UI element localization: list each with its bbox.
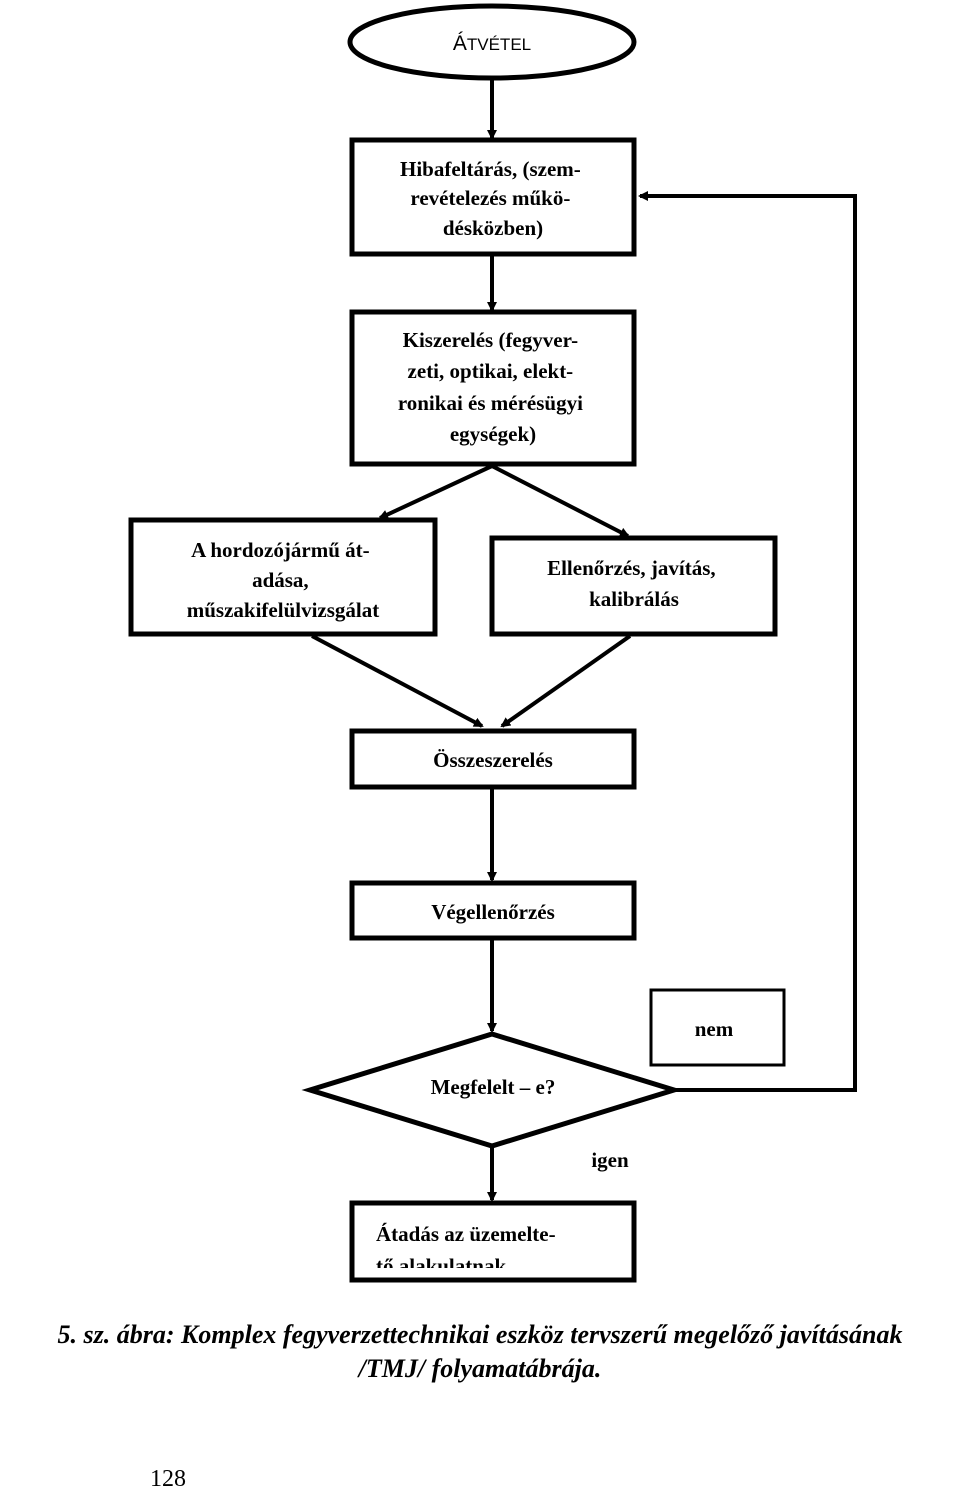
decision-diamond: Megfelelt – e?	[301, 1031, 683, 1149]
hordozo-line-1: A hordozójármű át-	[191, 538, 369, 562]
kiszereles-line-2: zeti, optikai, elekt-	[408, 359, 574, 383]
svg-text:ÁTVÉTEL: ÁTVÉTEL	[453, 32, 531, 55]
svg-text:Átadás az üzemelte- tő: Átadás az üzemelte- tő alakulatnak	[376, 1222, 561, 1278]
ellenorzes-line-1: Ellenőrzés, javítás,	[547, 556, 716, 580]
feedback-loop-line	[638, 191, 857, 1092]
hordozo-box: A hordozójármű át- adása, műszakifelülvi…	[128, 517, 438, 637]
atadas-line-1: Átadás az üzemelte-	[376, 1222, 556, 1246]
arrow-kiszereles-to-hordozo	[378, 464, 493, 520]
svg-text:Ellenőrzés, javítás, kal: Ellenőrzés, javítás, kalibrálás	[547, 556, 721, 611]
atadas-line-2: tő alakulatnak	[376, 1254, 506, 1278]
flowchart: ÁTVÉTEL Hibafeltárás, (szem- revételezés…	[128, 3, 857, 1283]
start-label-rest: TVÉTEL	[467, 35, 531, 54]
nem-box: nem	[649, 988, 786, 1067]
kiszereles-line-4: egységek)	[450, 422, 536, 446]
kiszereles-line-3: ronikai és mérésügyi	[398, 391, 583, 415]
arrow-hordozo-to-osszeszereles	[311, 634, 484, 728]
svg-text:Kiszerelés (fegyver- zet: Kiszerelés (fegyver- zeti, optikai, elek…	[398, 328, 588, 446]
decision-label: Megfelelt – e?	[431, 1075, 556, 1099]
svg-text:Hibafeltárás, (szem- rev: Hibafeltárás, (szem- revételezés műkö- d…	[400, 157, 586, 240]
hibafeltaras-line-1: Hibafeltárás, (szem-	[400, 157, 581, 181]
hibafeltaras-box: Hibafeltárás, (szem- revételezés műkö- d…	[349, 137, 637, 257]
start-label-first: Á	[453, 32, 467, 55]
osszeszereles-label: Összeszerelés	[433, 748, 553, 772]
figure-caption-line-1: 5. sz. ábra: Komplex fegyverzettechnikai…	[57, 1320, 903, 1349]
osszeszereles-box: Összeszerelés	[349, 728, 637, 790]
igen-label: igen	[591, 1148, 629, 1172]
ellenorzes-box: Ellenőrzés, javítás, kalibrálás	[489, 535, 778, 637]
figure-caption-line-2: /TMJ/ folyamatábrája.	[358, 1354, 602, 1383]
nem-label: nem	[695, 1017, 734, 1041]
page-number: 128	[150, 1466, 186, 1492]
kiszereles-box: Kiszerelés (fegyver- zeti, optikai, elek…	[349, 309, 637, 467]
svg-text:A hordozójármű át- adása: A hordozójármű át- adása, műszakifelülvi…	[187, 538, 380, 622]
hordozo-line-3: műszakifelülvizsgálat	[187, 598, 380, 622]
hibafeltaras-line-2: revételezés műkö-	[410, 186, 570, 210]
arrow-ellenorzes-to-osszeszereles	[500, 634, 632, 728]
kiszereles-line-1: Kiszerelés (fegyver-	[403, 328, 579, 352]
hordozo-line-2: adása,	[252, 568, 309, 592]
arrow-kiszereles-to-ellenorzes	[491, 464, 630, 538]
vegellenorzes-label: Végellenőrzés	[431, 900, 555, 924]
ellenorzes-line-2: kalibrálás	[589, 587, 679, 611]
hibafeltaras-line-3: désközben)	[443, 216, 543, 240]
atadas-box: Átadás az üzemelte- tő alakulatnak	[349, 1200, 637, 1283]
vegellenorzes-box: Végellenőrzés	[349, 880, 637, 941]
start-node: ÁTVÉTEL	[347, 3, 637, 81]
